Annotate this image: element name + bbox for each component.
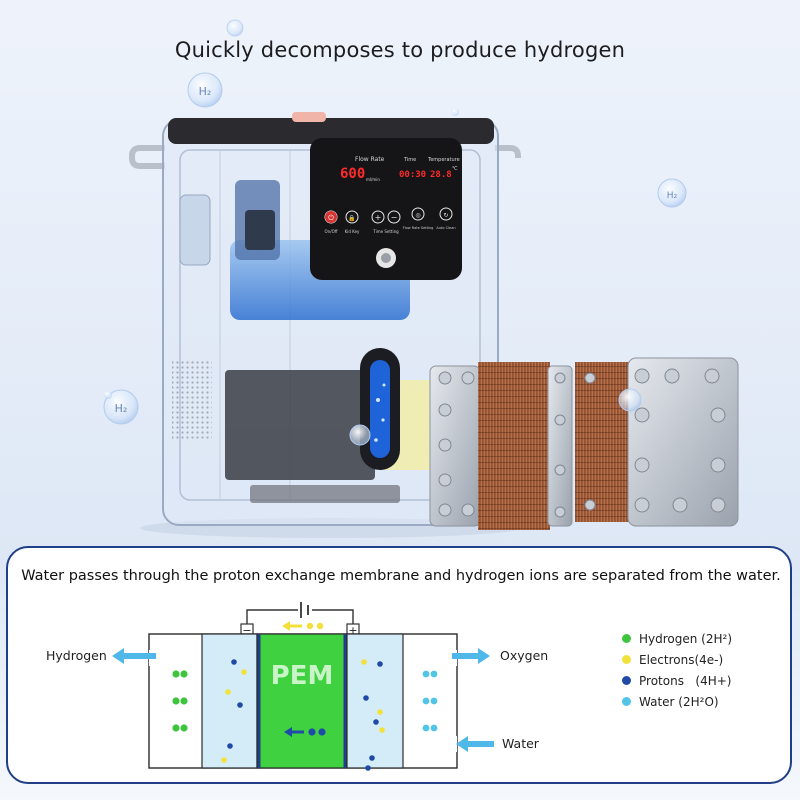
pem-diagram: − + PEM	[46, 602, 548, 771]
kid-key-label: Kid Key	[345, 229, 360, 234]
card-caption: Water passes through the proton exchange…	[21, 568, 781, 584]
temperature-label: Temperature	[427, 157, 460, 163]
hydrogen-label: Hydrogen	[46, 648, 107, 663]
legend-item-water: Water (2H²O)	[622, 691, 792, 712]
temperature-unit: ℃	[452, 166, 458, 172]
electrolyzer-stack-back	[575, 357, 739, 527]
pem-label: PEM	[271, 661, 334, 691]
legend-label: Electrons(4e-)	[639, 652, 724, 667]
flow-rate-display: 600	[340, 166, 365, 182]
lock-icon[interactable]: 🔒	[348, 214, 355, 222]
oxygen-label: Oxygen	[500, 648, 548, 663]
plus-label: +	[348, 624, 357, 637]
cathode-particles	[221, 659, 247, 763]
legend-item-hydrogen: Hydrogen (2H²)	[622, 628, 792, 649]
flow-rate-setting-button[interactable]: ◎	[415, 212, 420, 219]
legend-item-protons: Protons (4H+)	[622, 670, 792, 691]
auto-clean-button[interactable]: ↻	[443, 212, 448, 219]
electrolyzer-stack-front	[429, 362, 573, 530]
time-plus-button[interactable]: +	[375, 213, 382, 222]
legend-dot	[622, 655, 631, 664]
hydrogen-molecules	[172, 670, 188, 732]
legend-label: Protons (4H+)	[639, 673, 732, 688]
pem-membrane	[256, 633, 348, 769]
legend-label: Hydrogen (2H²)	[639, 631, 733, 646]
electron-flow-arrow	[282, 621, 290, 631]
legend: Hydrogen (2H²) Electrons(4e-) Protons (4…	[622, 628, 792, 712]
time-label: Time	[403, 157, 416, 163]
hydrogen-bubbles: H₂ H₂ H₂	[103, 19, 687, 446]
anode-particles	[361, 659, 385, 771]
h2-bubble-label: H₂	[199, 85, 212, 98]
oxygen-outlet-arrow	[478, 648, 490, 664]
product-scene: Flow Rate Time Temperature 600 ml/min 00…	[103, 19, 739, 538]
legend-dot	[622, 676, 631, 685]
time-setting-label: Time Setting	[372, 229, 399, 234]
flow-rate-setting-label: Flow Rate Setting	[403, 226, 434, 230]
proton-flow-arrow	[284, 727, 292, 737]
headline: Quickly decomposes to produce hydrogen	[174, 38, 626, 62]
legend-dot	[622, 634, 631, 643]
time-display: 00:30	[399, 170, 426, 180]
power-button[interactable]	[325, 211, 337, 223]
anode-chamber	[346, 633, 404, 769]
control-panel: Flow Rate Time Temperature 600 ml/min 00…	[310, 138, 462, 280]
water-inlet-arrow	[456, 736, 468, 752]
flow-rate-unit: ml/min	[366, 177, 380, 182]
legend-item-electrons: Electrons(4e-)	[622, 649, 792, 670]
h2-bubble-label: H₂	[115, 402, 128, 415]
hydrogen-outlet-arrow	[112, 648, 124, 664]
h2-bubble-label: H₂	[667, 191, 678, 201]
onoff-label: On/Off	[325, 229, 338, 234]
legend-dot	[622, 697, 631, 706]
pem-explanation-card: Water passes through the proton exchange…	[6, 546, 792, 784]
time-minus-button[interactable]: −	[391, 213, 398, 222]
minus-label: −	[242, 624, 251, 637]
water-molecules	[422, 670, 438, 732]
power-icon: ⏻	[328, 214, 334, 222]
water-label: Water	[502, 736, 540, 751]
auto-clean-label: Auto Clean	[436, 226, 455, 230]
temperature-display: 28.8	[430, 170, 452, 180]
legend-label: Water (2H²O)	[639, 694, 719, 709]
flow-rate-label: Flow Rate	[355, 156, 385, 163]
